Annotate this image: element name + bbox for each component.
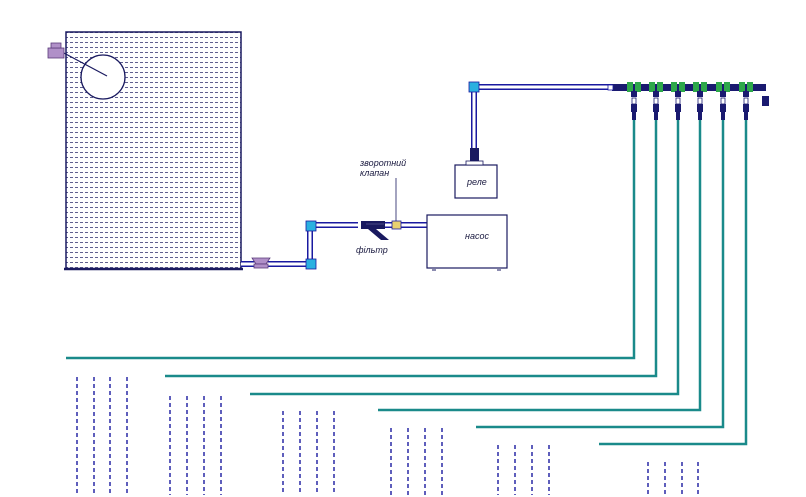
distribution-line xyxy=(599,120,748,446)
drip-row-group xyxy=(647,462,699,495)
manifold-valve-icon xyxy=(671,82,685,120)
relay-label: реле xyxy=(466,177,487,187)
drip-row-group xyxy=(497,445,550,495)
manifold-valve-group xyxy=(627,82,753,120)
manifold-bar xyxy=(612,84,766,91)
manifold-valve-icon xyxy=(693,82,707,120)
drip-irrigation-rows xyxy=(76,377,699,495)
pipe-elbow-bottom xyxy=(305,258,317,270)
check-valve-icon xyxy=(391,178,402,230)
distribution-line xyxy=(378,120,702,412)
outlet-valve-icon xyxy=(251,257,271,269)
relay-fitting xyxy=(470,148,479,165)
manifold-valve-icon xyxy=(716,82,730,120)
drip-row-group xyxy=(390,428,443,495)
distribution-line xyxy=(476,120,725,429)
pressure-pipe-path xyxy=(471,84,612,150)
manifold-valve-icon xyxy=(649,82,663,120)
distribution-line xyxy=(66,120,636,360)
pressure-pipe xyxy=(465,81,612,166)
float-valve-body xyxy=(47,47,65,59)
check-valve-label-line1: зворотний xyxy=(359,158,406,168)
manifold-valve-icon xyxy=(739,82,753,120)
pump: насос xyxy=(426,214,508,271)
drip-row-group xyxy=(76,377,128,495)
float-valve-stem xyxy=(50,42,62,49)
distribution-line xyxy=(250,120,680,396)
drip-row-group xyxy=(169,396,222,495)
pump-body xyxy=(426,214,508,269)
pipe-elbow-top xyxy=(305,220,317,232)
manifold-valve-icon xyxy=(627,82,641,120)
float-arm xyxy=(61,51,108,77)
float-ball xyxy=(80,54,126,100)
check-valve-label-line2: клапан xyxy=(360,168,389,178)
pressure-elbow xyxy=(468,81,480,93)
supply-pipe xyxy=(241,220,427,270)
drip-row-group xyxy=(282,411,335,495)
relay-body xyxy=(454,164,498,199)
distribution-line xyxy=(165,120,658,378)
pump-label: насос xyxy=(465,231,489,241)
filter-label: фільтр xyxy=(356,245,388,255)
float-valve-icon xyxy=(47,42,126,100)
filter-icon xyxy=(361,221,389,240)
manifold xyxy=(607,82,769,120)
relay: реле xyxy=(454,164,498,199)
distribution-lines xyxy=(66,120,748,446)
